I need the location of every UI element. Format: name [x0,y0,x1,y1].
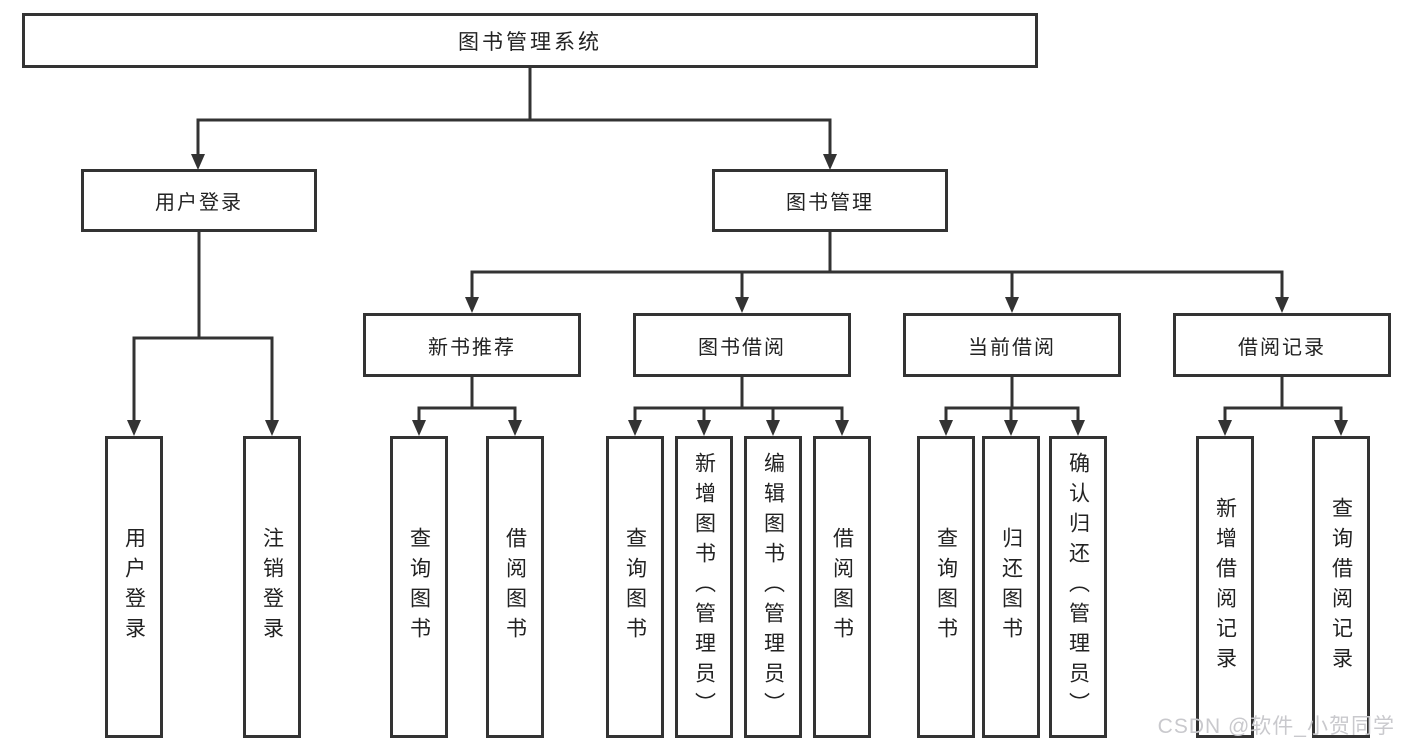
leaf-add-borrow-record-label: 新增借阅记录 [1213,497,1237,677]
node-current-borrow: 当前借阅 [903,313,1121,377]
leaf-user-login: 用户登录 [105,436,163,738]
leaf-borrow-books-recommend: 借阅图书 [486,436,544,738]
node-borrow-records: 借阅记录 [1173,313,1391,377]
leaf-confirm-return-admin-label: 确认归还（管理员） [1066,452,1090,722]
leaf-return-books: 归还图书 [982,436,1040,738]
leaf-add-books-admin: 新增图书（管理员） [675,436,733,738]
leaf-query-borrow-record-label: 查询借阅记录 [1329,497,1353,677]
node-book-borrow-label: 图书借阅 [698,336,786,359]
leaf-borrow-books: 借阅图书 [813,436,871,738]
leaf-edit-books-admin: 编辑图书（管理员） [744,436,802,738]
node-new-book-recommend: 新书推荐 [363,313,581,377]
node-user-login: 用户登录 [81,169,317,232]
node-borrow-records-label: 借阅记录 [1238,336,1326,359]
leaf-add-borrow-record: 新增借阅记录 [1196,436,1254,738]
node-current-borrow-label: 当前借阅 [968,336,1056,359]
leaf-query-books-current: 查询图书 [917,436,975,738]
node-book-management-label: 图书管理 [786,192,874,214]
csdn-watermark: CSDN @软件_小贺同学 [1157,715,1395,738]
leaf-query-books-borrow-label: 查询图书 [623,527,647,647]
leaf-query-borrow-record: 查询借阅记录 [1312,436,1370,738]
leaf-query-books-recommend: 查询图书 [390,436,448,738]
leaf-logout-label: 注销登录 [260,527,284,647]
node-user-login-label: 用户登录 [155,192,243,214]
leaf-query-books-recommend-label: 查询图书 [407,527,431,647]
leaf-borrow-books-recommend-label: 借阅图书 [503,527,527,647]
node-book-management: 图书管理 [712,169,948,232]
node-root: 图书管理系统 [22,13,1038,68]
leaf-add-books-admin-label: 新增图书（管理员） [692,452,716,722]
node-book-borrow: 图书借阅 [633,313,851,377]
leaf-query-books-current-label: 查询图书 [934,527,958,647]
node-root-label: 图书管理系统 [458,30,602,54]
leaf-return-books-label: 归还图书 [999,527,1023,647]
leaf-logout: 注销登录 [243,436,301,738]
leaf-edit-books-admin-label: 编辑图书（管理员） [761,452,785,722]
leaf-query-books-borrow: 查询图书 [606,436,664,738]
leaf-borrow-books-label: 借阅图书 [830,527,854,647]
leaf-user-login-label: 用户登录 [122,527,146,647]
arrowheads [127,154,1348,436]
node-new-book-recommend-label: 新书推荐 [428,336,516,359]
leaf-confirm-return-admin: 确认归还（管理员） [1049,436,1107,738]
